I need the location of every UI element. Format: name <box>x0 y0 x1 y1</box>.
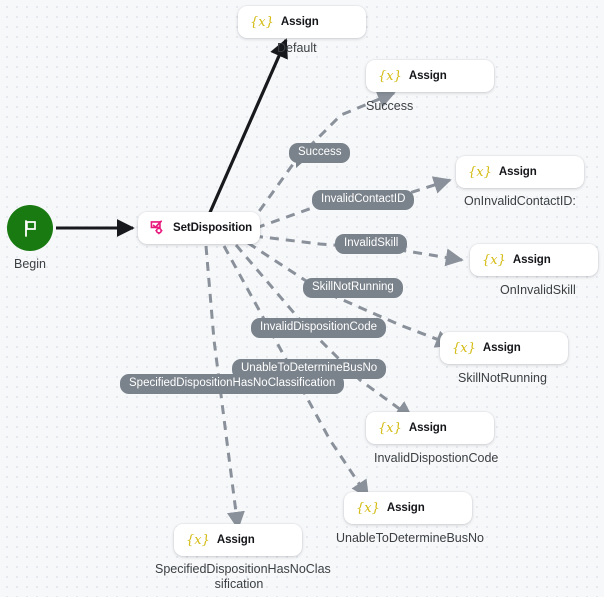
node-title: Assign <box>512 254 551 266</box>
start-node-caption: Begin <box>14 257 46 271</box>
node-assign-oninvalidcontactid[interactable]: {x} Assign <box>456 156 584 188</box>
start-node-begin[interactable] <box>7 205 53 251</box>
node-assign-specifieddispositionhasnoclassification[interactable]: {x} Assign <box>174 524 302 556</box>
flag-icon <box>25 220 36 237</box>
variable-x-icon: {x} <box>356 500 380 516</box>
edge-label-invalidskill[interactable]: InvalidSkill <box>335 234 408 254</box>
edge-label-invalidcontactid[interactable]: InvalidContactID <box>312 190 415 210</box>
variable-x-icon: {x} <box>378 420 402 436</box>
node-caption-skillnotrunning: SkillNotRunning <box>458 371 547 385</box>
edge-label-success[interactable]: Success <box>289 143 351 168</box>
variable-x-icon: {x} <box>378 68 402 84</box>
variable-x-icon: {x} <box>452 340 476 356</box>
edge-label-skillnotrunning[interactable]: SkillNotRunning <box>303 278 403 298</box>
node-caption-oninvalidcontactid: OnInvalidContactID: <box>464 194 576 208</box>
edge-label-default: Default <box>277 41 317 55</box>
edge-default <box>206 38 288 218</box>
edge-label-invaliddispositioncode[interactable]: InvalidDispositionCode <box>251 318 386 338</box>
node-caption-oninvalidskill: OnInvalidSkill <box>500 283 576 297</box>
variable-x-icon: {x} <box>468 164 492 180</box>
node-caption-specifieddispositionhasnoclassification: SpecifiedDispositionHasNoClas sification <box>155 562 331 591</box>
node-title: Assign <box>408 70 447 82</box>
variable-x-icon: {x} <box>482 252 506 268</box>
node-assign-oninvalidskill[interactable]: {x} Assign <box>470 244 598 276</box>
node-assign-default[interactable]: {x} Assign <box>238 6 366 38</box>
node-caption-invaliddispostioncode: InvalidDispostionCode <box>374 451 499 465</box>
node-caption-success: Success <box>366 99 414 113</box>
checklist-gear-icon <box>150 220 166 236</box>
node-title: Assign <box>482 342 521 354</box>
node-title: Assign <box>386 502 425 514</box>
node-title: Assign <box>280 16 319 28</box>
node-assign-skillnotrunning[interactable]: {x} Assign <box>440 332 568 364</box>
node-title: Assign <box>216 534 255 546</box>
variable-x-icon: {x} <box>250 14 274 30</box>
node-title: SetDisposition <box>173 222 253 234</box>
edge-label-specifieddispositionhasnoclassification[interactable]: SpecifiedDispositionHasNoClassification <box>120 374 345 394</box>
node-title: Assign <box>498 166 537 178</box>
node-title: Assign <box>408 422 447 434</box>
node-assign-unabletodeterminebusno[interactable]: {x} Assign <box>344 492 472 524</box>
node-assign-invaliddispostioncode[interactable]: {x} Assign <box>366 412 494 444</box>
node-assign-success[interactable]: {x} Assign <box>366 60 494 92</box>
node-caption-unabletodeterminebusno: UnableToDetermineBusNo <box>336 531 484 545</box>
variable-x-icon: {x} <box>186 532 210 548</box>
node-setdisposition[interactable]: SetDisposition <box>138 212 260 244</box>
